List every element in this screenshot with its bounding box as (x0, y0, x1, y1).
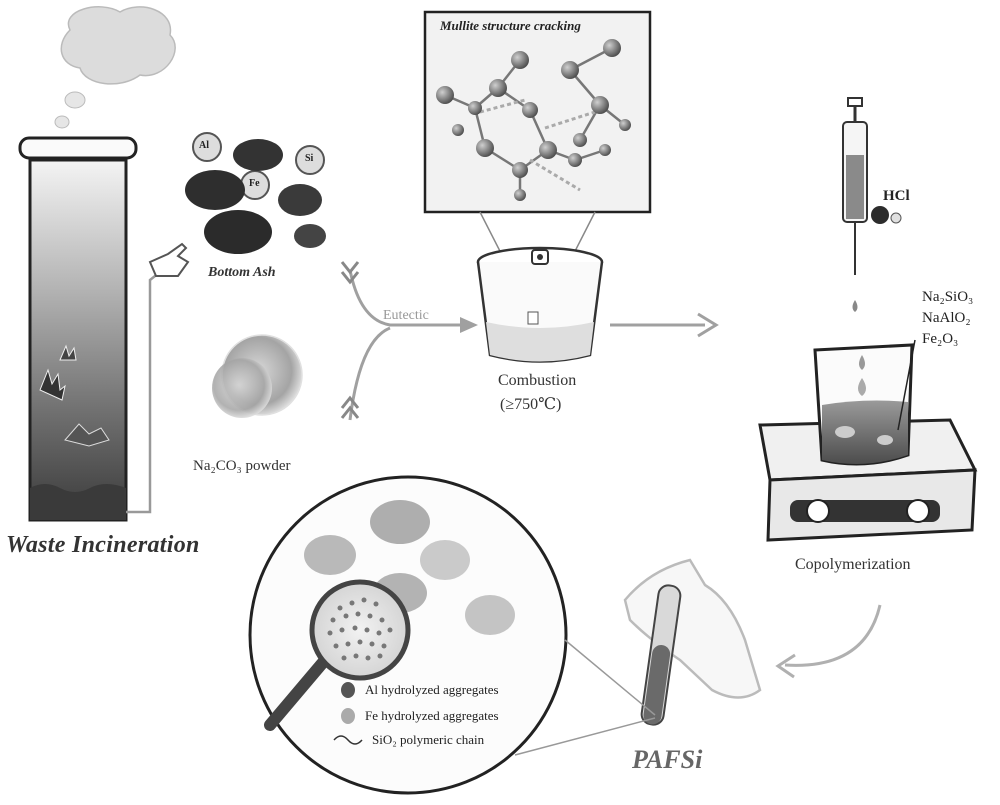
chevron-down-icon (340, 395, 360, 419)
product-na2sio3: Na₂SiO₃ (922, 289, 974, 305)
smoke-cloud-icon (60, 6, 176, 85)
eutectic-arrows (340, 261, 478, 421)
microstructure-zoom-panel (248, 475, 656, 795)
pafsi-label: PAFSi (632, 745, 703, 774)
ash-chunk-icon (294, 224, 326, 248)
legend-fe-label: Fe hydrolyzed aggregates (365, 708, 499, 723)
waste-incineration-label: Waste Incineration (6, 532, 200, 558)
sio2-chain-legend-icon (333, 735, 363, 745)
flame-icon (39, 368, 66, 401)
ash-chunk-icon (233, 139, 283, 171)
hcl-molecule-icon (871, 206, 902, 224)
bottom-ash-cluster (185, 132, 326, 254)
na2co3-powder-label: Na₂CO₃ powder (193, 458, 291, 474)
ash-chunk-icon (278, 184, 322, 216)
eutectic-label: Eutectic (383, 308, 429, 323)
arrow-head-icon (460, 317, 478, 333)
combustion-temp-label: (≥750℃) (500, 396, 562, 413)
legend-sio2-label: SiO₂ polymeric chain (372, 732, 485, 747)
fe-aggregate-legend-icon (341, 708, 355, 724)
bottom-ash-label: Bottom Ash (208, 265, 276, 280)
magnifier-icon (309, 579, 411, 681)
smoke-bubble-icon (64, 91, 86, 109)
na2co3-powder-icon (212, 334, 303, 418)
pointing-hand-icon (148, 242, 190, 277)
test-tube-icon (640, 584, 682, 726)
hot-plate-icon (758, 418, 978, 542)
flame-icon (64, 423, 110, 447)
hcl-label: HCl (883, 188, 910, 204)
chevron-up-icon (340, 261, 360, 285)
arrow-head-icon (697, 312, 719, 338)
mullite-structure-panel (423, 10, 652, 311)
smoke-bubble-icon (54, 115, 70, 129)
combustion-label: Combustion (498, 372, 577, 389)
glove-icon (623, 558, 762, 699)
product-naalo2: NaAlO₂ (922, 310, 971, 326)
incineration-tower (18, 6, 190, 522)
copolymerization-arrow (784, 604, 882, 667)
element-al-icon (192, 132, 222, 162)
copolymerization-label: Copolymerization (795, 556, 911, 573)
arrow-head-icon (775, 653, 796, 679)
mullite-label: Mullite structure cracking (440, 18, 581, 33)
ash-chunk-icon (204, 210, 272, 254)
al-aggregate-legend-icon (341, 682, 355, 698)
magnifier-handle (264, 654, 331, 731)
flame-icon (59, 344, 77, 361)
beaker-icon (813, 339, 916, 466)
ash-element-fe: Fe (249, 178, 260, 189)
legend-al-label: Al hydrolyzed aggregates (365, 682, 499, 697)
ash-chunk-icon (185, 170, 245, 210)
syringe-icon (842, 97, 868, 312)
element-si-icon (295, 145, 325, 175)
ash-element-si: Si (305, 153, 314, 164)
crucible-icon (476, 246, 604, 363)
ash-element-al: Al (199, 140, 209, 151)
product-fe2o3: Fe₂O₃ (922, 331, 959, 347)
